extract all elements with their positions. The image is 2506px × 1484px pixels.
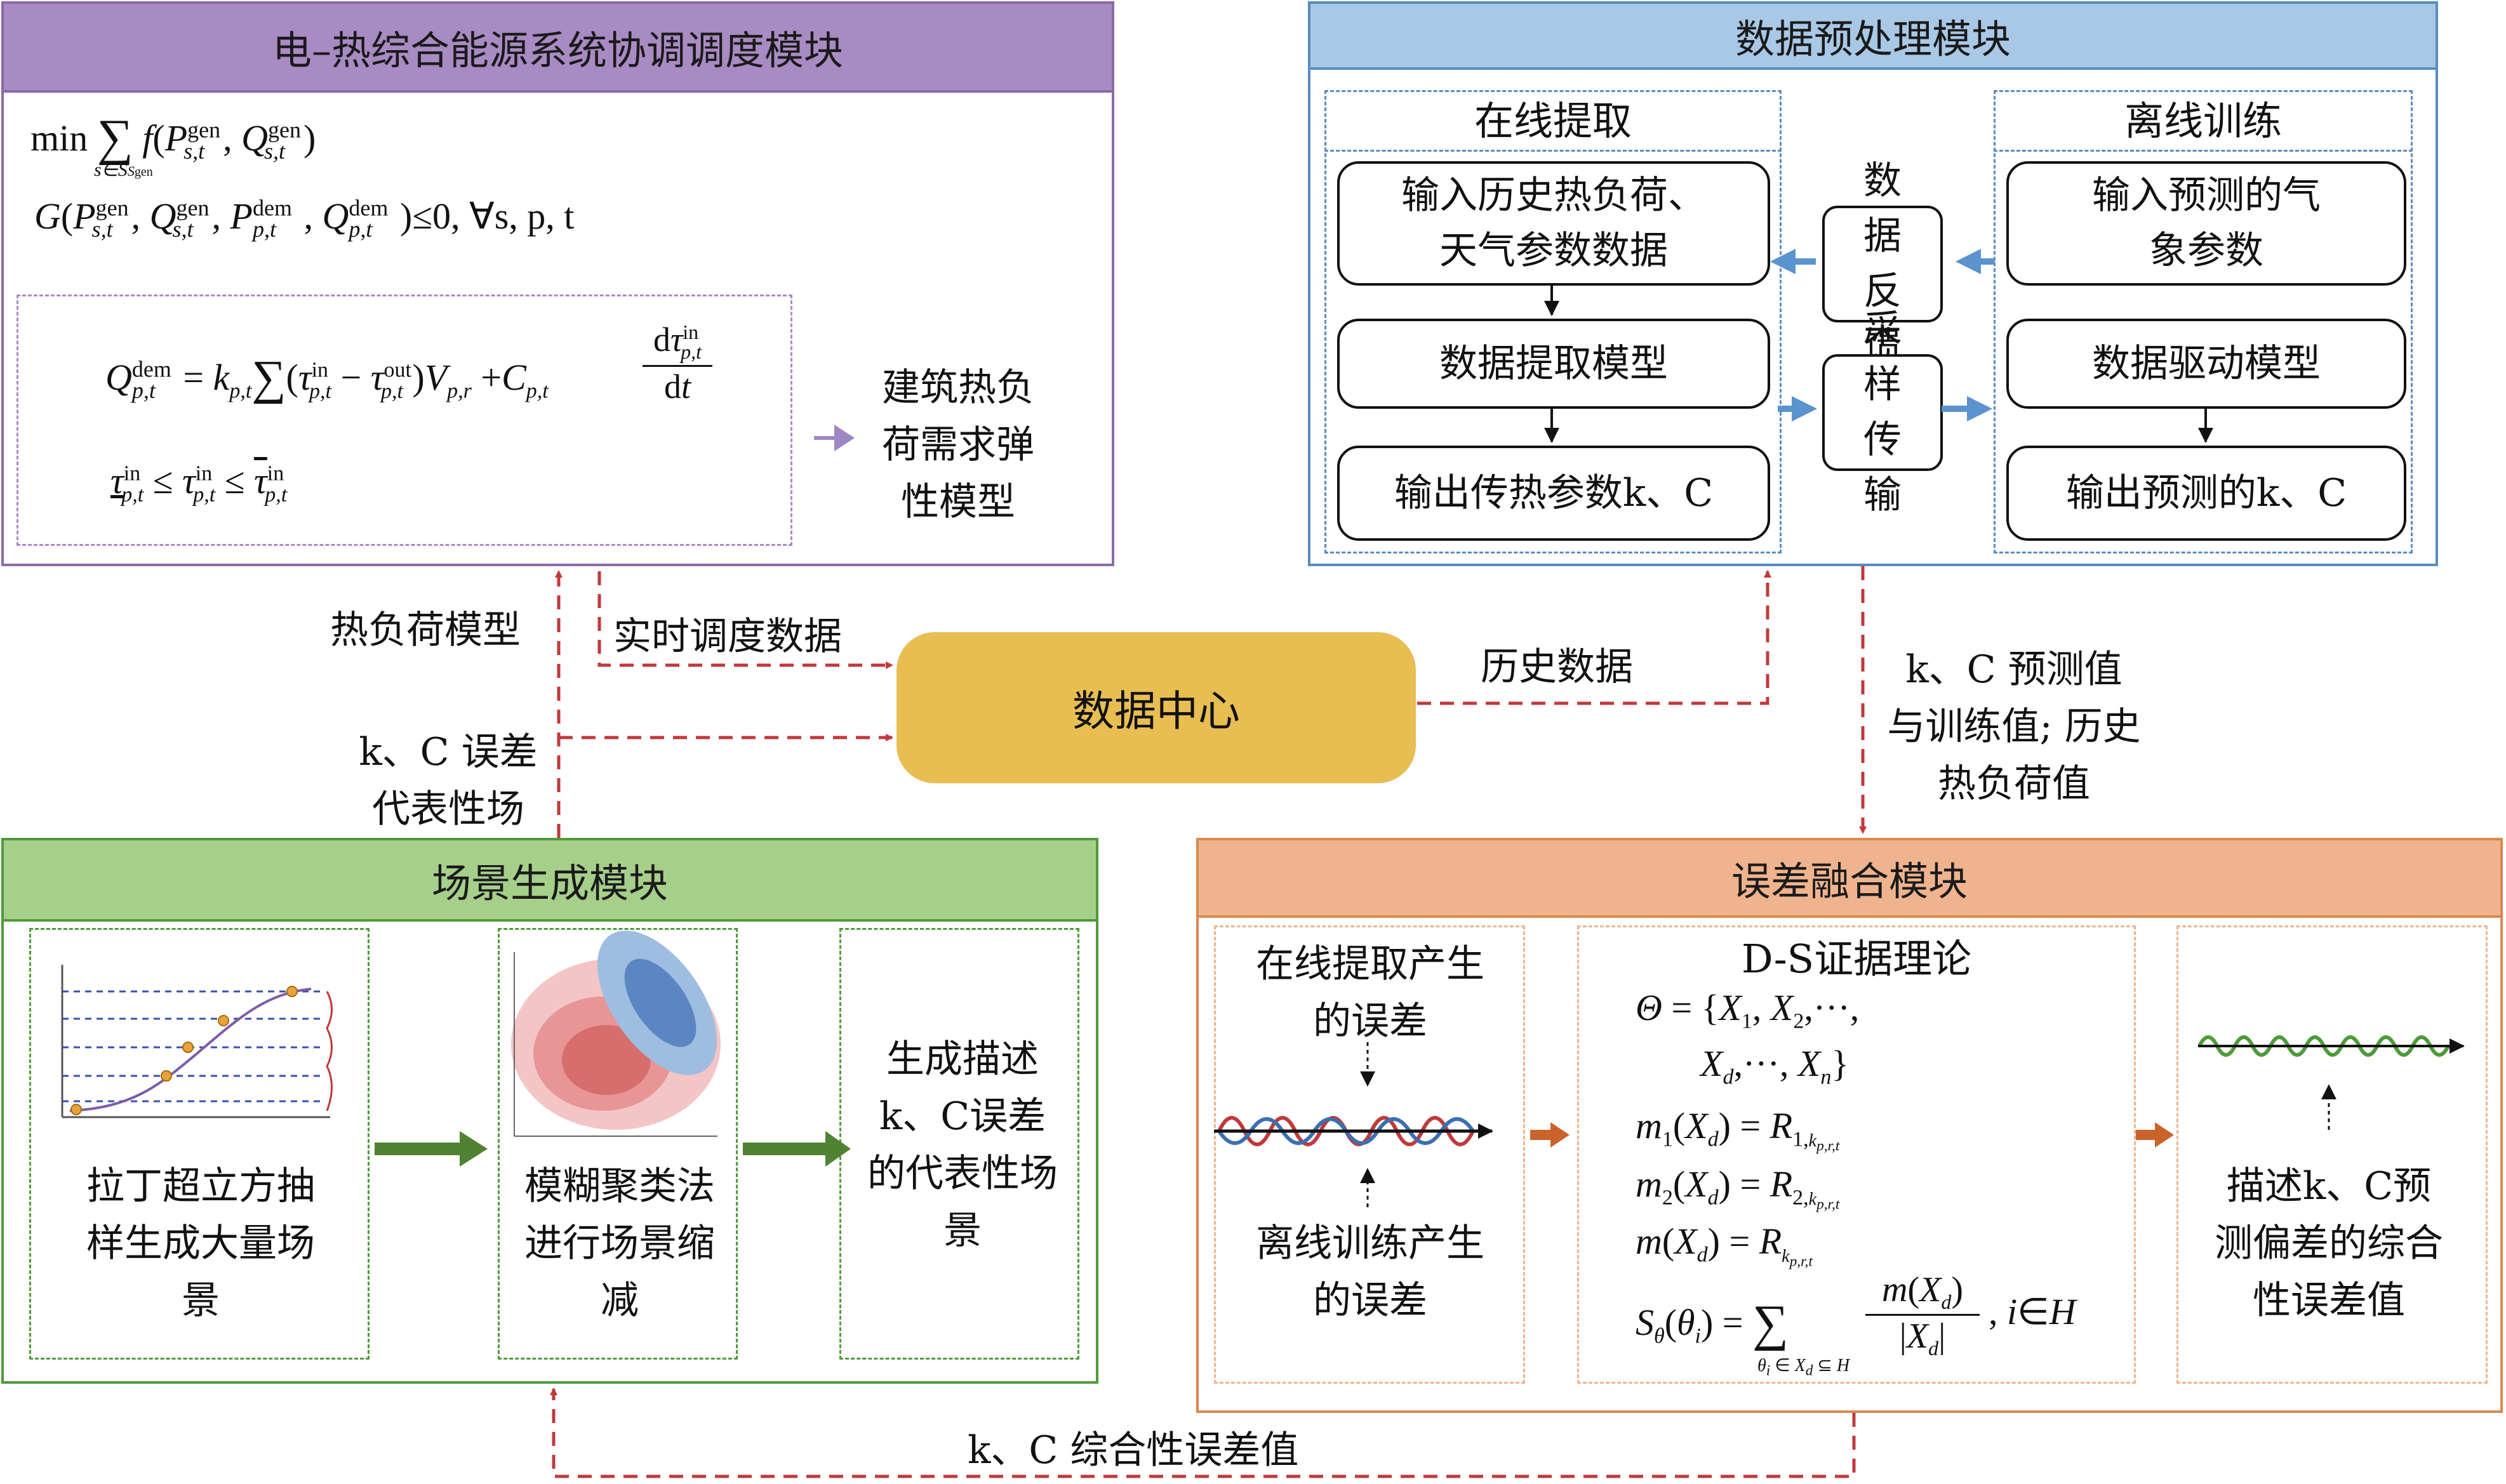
support-fraction: m(Xd) |Xd|: [1865, 1269, 1980, 1360]
objective-subscript: s∈SSgen: [94, 159, 153, 180]
support-sum-index: θi ∈ Xd ⊆ H: [1757, 1356, 1850, 1379]
history-data-arrow: [1417, 570, 1771, 705]
combined-error-chart: [2197, 1035, 2465, 1130]
offline-train-title: 离线训练: [1994, 93, 2413, 152]
ds-frame-formula-2: Xd,···, Xn}: [1700, 1043, 1850, 1089]
realtime-data-arrow: [597, 571, 893, 669]
error-wave-chart: [1214, 1042, 1493, 1207]
dtau-fraction: dτinp,t dt: [643, 320, 712, 406]
ds-frame-formula: Θ = {X1, X2,···,: [1636, 987, 1860, 1033]
online-error-label: 在线提取产生的误差: [1256, 942, 1484, 1043]
kc-comp-label: k、C 综合性误差值: [968, 1428, 1299, 1473]
data-center-node: 数据中心: [896, 632, 1416, 783]
scene-arrow-2: [743, 1131, 851, 1167]
online-input-box: 输入历史热负荷、天气参数数据: [1337, 161, 1770, 286]
online-extract-group: [1324, 90, 1782, 553]
elastic-model-label: 建筑热负荷需求弹性模型: [882, 366, 1034, 524]
ds-theory-title: D-S证据理论: [1741, 936, 1972, 982]
objective-min: min: [30, 117, 88, 159]
fusion-arrow-1: [1530, 1122, 1570, 1148]
ds-theory-box: [1577, 925, 2136, 1384]
fusion-module-title: 误差融合模块: [1199, 840, 2500, 918]
mass-function-1: m1(Xd) = R1,kp,r,t: [1636, 1105, 1840, 1155]
fuzzy-cluster-label: 模糊聚类法进行场景缩减: [524, 1164, 715, 1323]
constraint-formula: G(Pgens,t , Qgens,t , Pdemp,t , Qdemp,t …: [34, 195, 575, 242]
heat-demand-formula: Qdemp,t = kp,t∑(τinp,t − τoutp,t )Vp,r +…: [105, 351, 549, 404]
offline-error-label: 离线训练产生的误差: [1256, 1221, 1484, 1323]
support-domain: , i∈H: [1989, 1291, 2076, 1332]
fuzzy-cluster-chart: [511, 931, 721, 1137]
lhs-cdf-chart: [61, 965, 333, 1118]
fuzzy-cluster-box: [498, 928, 738, 1360]
fusion-module-panel: 误差融合模块 在线提取产生的误差 离线训练产生的误差 D-S证据理论 Θ = {…: [1196, 838, 2503, 1413]
kc-scene-label: k、C 误差代表性场: [359, 730, 538, 831]
offline-input-box: 输入预测的气象参数: [2006, 161, 2406, 286]
history-data-label: 历史数据: [1481, 645, 1633, 689]
realtime-data-label: 实时调度数据: [613, 614, 842, 659]
elastic-model-box: [17, 295, 792, 546]
kc-pred-label: k、C 预测值与训练值; 历史热负荷值: [1887, 647, 2141, 806]
online-extract-title: 在线提取: [1324, 93, 1782, 152]
heat-model-label: 热负荷模型: [330, 608, 521, 653]
offline-train-group: [1994, 90, 2413, 553]
constraint-rhs: ≤0, ∀s, p, t: [412, 195, 575, 237]
coordination-module-title: 电–热综合能源系统协调调度模块: [4, 4, 1112, 93]
scene-module-title: 场景生成模块: [4, 840, 1096, 922]
coordination-module-panel: 电–热综合能源系统协调调度模块 min ∑ f(Pgens,t , Qgens,…: [1, 1, 1114, 566]
fusion-arrow-2: [2136, 1122, 2174, 1148]
error-source-box: [1214, 925, 1525, 1384]
preprocess-module-panel: 数据预处理模块 在线提取 离线训练 输入历史热负荷、天气参数数据 数据提取模型 …: [1308, 1, 2438, 566]
objective-formula: min ∑ f(Pgens,t , Qgens,t ): [30, 110, 316, 166]
scene-arrow-1: [375, 1131, 488, 1167]
result-label: 描述k、C预测偏差的综合性误差值: [2215, 1164, 2443, 1323]
preprocess-module-title: 数据预处理模块: [1310, 4, 2436, 70]
mass-function-combined: m(Xd) = Rkp,r,t: [1636, 1221, 1813, 1270]
offline-output-box: 输出预测的k、C: [2006, 446, 2406, 541]
online-model-box: 数据提取模型: [1337, 319, 1770, 409]
online-output-box: 输出传热参数k、C: [1337, 446, 1770, 541]
kc-comp-arrow: [550, 1388, 1856, 1478]
support-formula: Sθ(θi) = ∑: [1636, 1295, 1789, 1351]
purple-arrow: [814, 425, 855, 451]
temperature-bounds: τinp,t ≤ τinp,t ≤ τinp,t: [110, 460, 288, 507]
mass-function-2: m2(Xd) = R2,kp,r,t: [1636, 1163, 1840, 1213]
result-box: [2176, 925, 2488, 1384]
data-center-label: 数据中心: [1072, 687, 1240, 736]
lhs-label: 拉丁超立方抽样生成大量场景: [86, 1164, 315, 1323]
lhs-box: [29, 928, 370, 1360]
scene-module-panel: 场景生成模块 拉丁超立方抽样生成大量场景 模糊聚类法进行场景缩减 生成描述k、C…: [1, 838, 1098, 1384]
representative-scene-label: 生成描述k、C误差的代表性场景: [867, 1037, 1058, 1253]
